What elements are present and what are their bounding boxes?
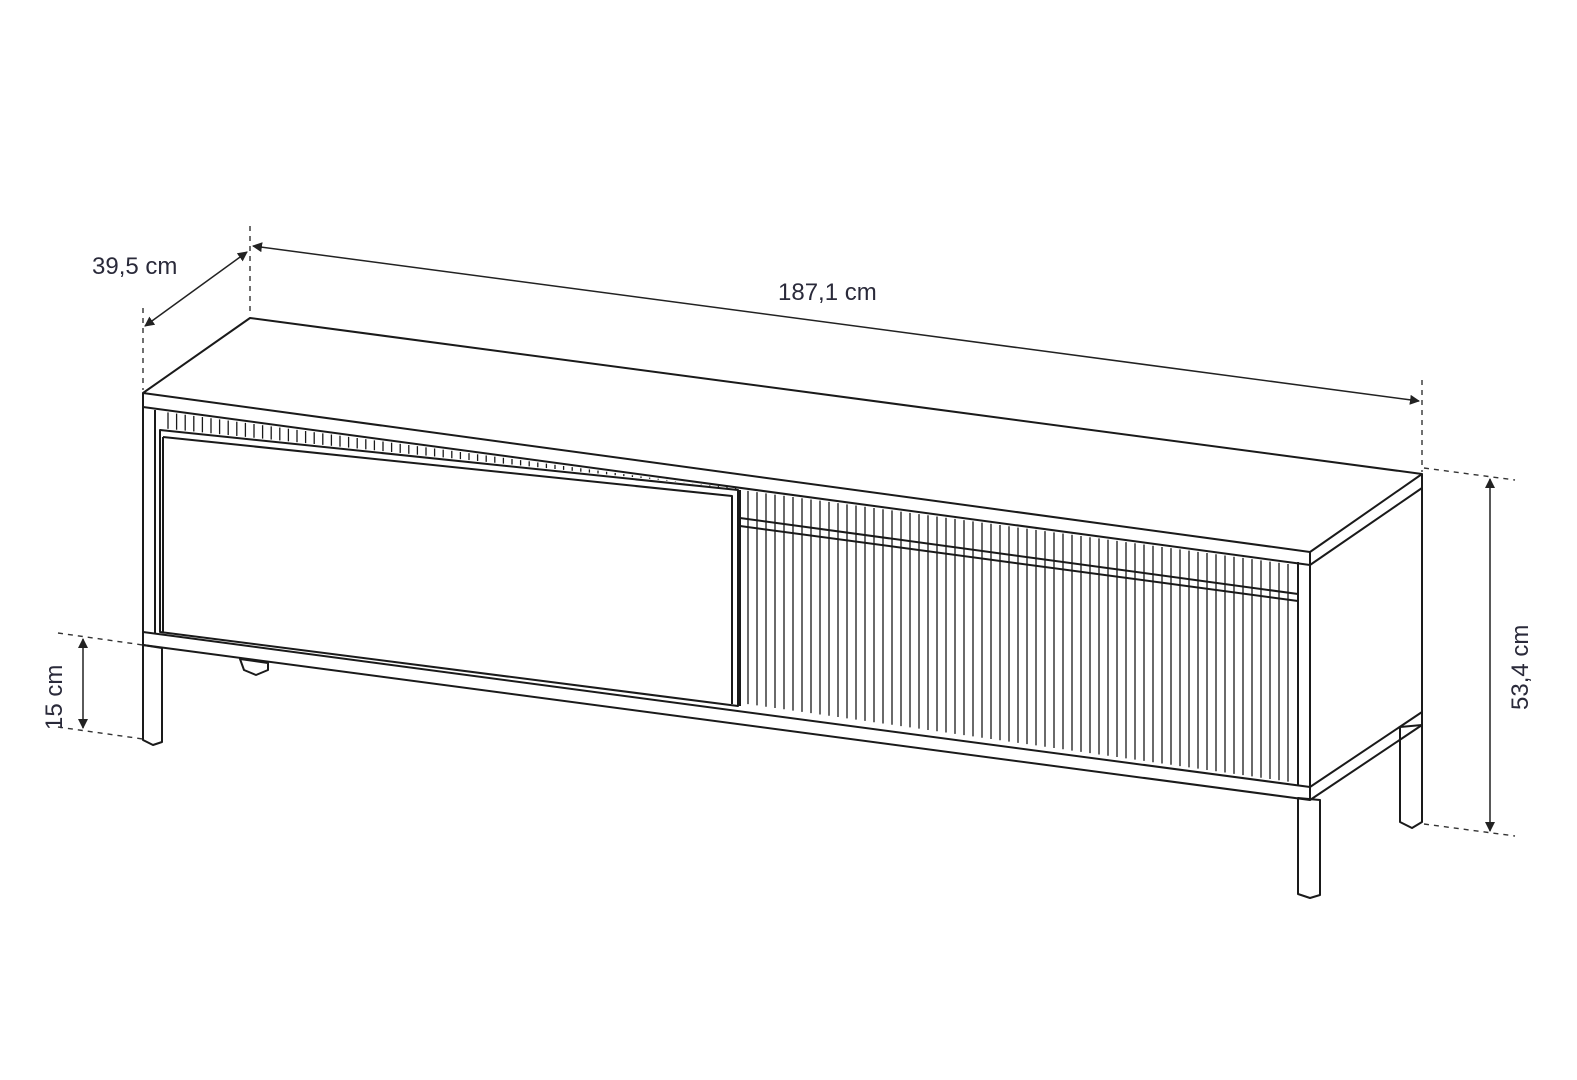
leg-back-left [239, 658, 269, 676]
width-arrow [252, 242, 1420, 405]
bottom-rail [142, 631, 1423, 788]
leg-height-label: 15 cm [41, 665, 68, 730]
cabinet-body [142, 317, 1423, 899]
leg-front-left [142, 644, 163, 746]
width-label: 187,1 cm [778, 279, 877, 306]
depth-label: 39,5 cm [92, 253, 177, 280]
leg-back-right [1399, 724, 1423, 829]
leg-front-right [1297, 797, 1321, 899]
drawer-front [159, 429, 739, 707]
flute-lines [167, 412, 1289, 782]
dimension-lines [57, 226, 1516, 837]
depth-arrow [144, 251, 248, 327]
top-surface [142, 317, 1423, 553]
height-label: 53,4 cm [1507, 625, 1534, 710]
